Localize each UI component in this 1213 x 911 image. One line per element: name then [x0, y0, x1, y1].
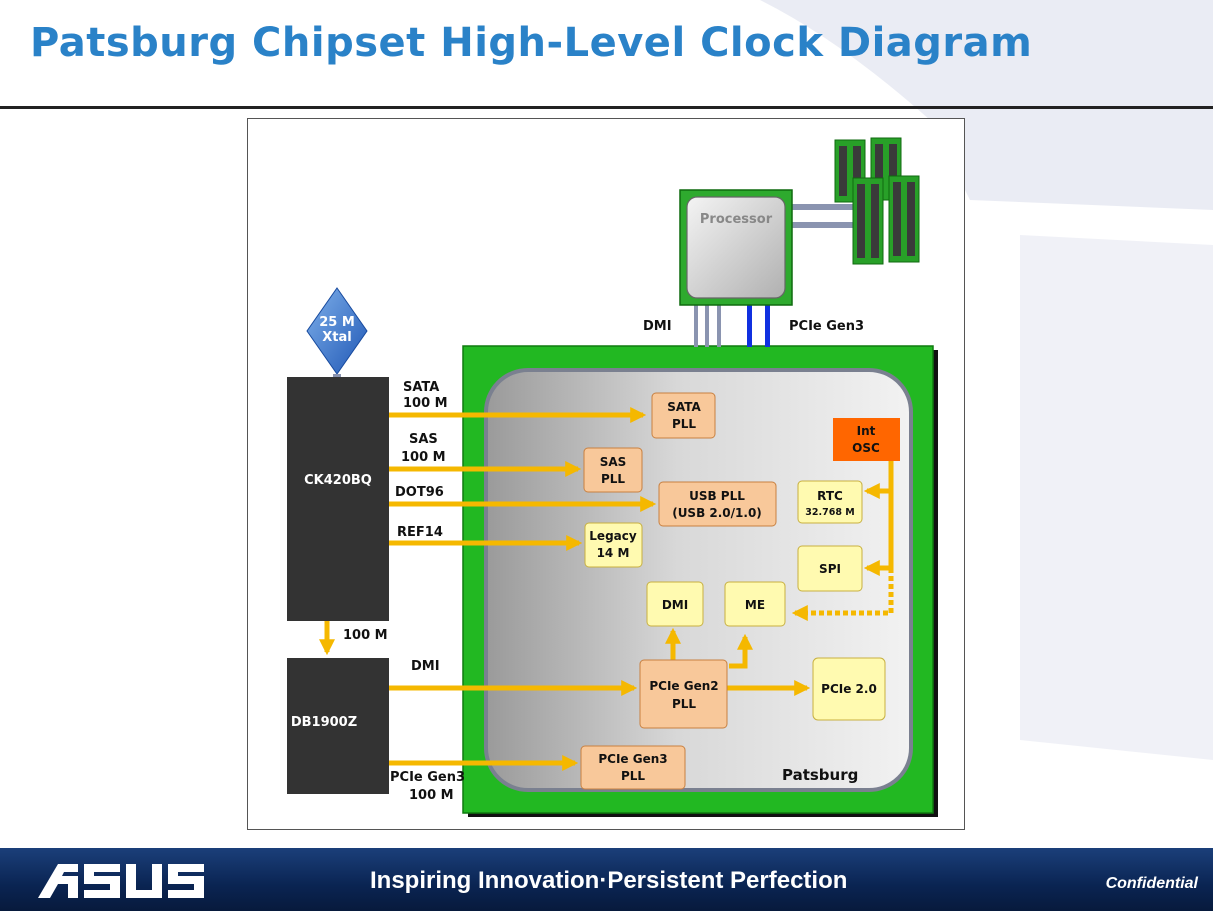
pcie-gen3-link-label: PCIe Gen3 — [789, 319, 864, 334]
spi-block: SPI — [797, 545, 863, 592]
dmi-signal-label: DMI — [411, 659, 440, 674]
clock-diagram: Patsburg DMI PCIe Gen3 — [287, 137, 938, 817]
pcie-gen3-pll-block: PCIe Gen3 PLL — [580, 745, 686, 790]
pcie20-label: PCIe 2.0 — [821, 682, 877, 696]
ref14-signal-label: REF14 — [397, 525, 443, 540]
usb-pll-line2: (USB 2.0/1.0) — [672, 506, 762, 520]
legacy-block: Legacy 14 M — [584, 522, 643, 568]
sas-signal-label-1: SAS — [409, 432, 438, 447]
page-title: Patsburg Chipset High-Level Clock Diagra… — [30, 20, 1033, 66]
legacy-line2: 14 M — [597, 546, 630, 560]
usb-pll-block: USB PLL (USB 2.0/1.0) — [658, 481, 777, 527]
sata-signal-label-1: SATA — [403, 380, 439, 395]
processor-links — [694, 204, 862, 347]
dot96-signal-label: DOT96 — [395, 485, 444, 500]
sas-signal-label-2: 100 M — [401, 450, 446, 465]
sata-pll-line1: SATA — [667, 400, 701, 414]
pll-to-me-arrow — [729, 633, 754, 669]
rtc-block: RTC 32.768 M — [797, 480, 863, 524]
int-osc-line2: OSC — [852, 441, 880, 455]
dimm-icon — [852, 177, 884, 265]
processor-label: Processor — [700, 212, 773, 227]
sata-signal-label-2: 100 M — [403, 396, 448, 411]
dmi-block-label: DMI — [662, 598, 688, 612]
pcie-gen3-pll-line1: PCIe Gen3 — [598, 752, 667, 766]
clock-arrows — [389, 406, 894, 772]
rtc-line2: 32.768 M — [805, 507, 854, 518]
me-block: ME — [724, 581, 786, 627]
memory-dimms — [834, 137, 920, 265]
int-osc-line1: Int — [857, 424, 876, 438]
pcie-gen2-pll-line1: PCIe Gen2 — [649, 679, 718, 693]
ck420bq-block — [287, 377, 389, 621]
sata-pll-block: SATA PLL — [651, 392, 716, 439]
spi-label: SPI — [819, 562, 841, 576]
legacy-line1: Legacy — [589, 529, 637, 543]
ck-to-db-label: 100 M — [343, 628, 388, 643]
xtal-label-line2: Xtal — [322, 330, 351, 345]
xtal-connector — [333, 374, 341, 378]
dmi-block: DMI — [646, 581, 704, 627]
asus-logo — [38, 864, 204, 898]
footer-tagline: Inspiring Innovation·Persistent Perfecti… — [370, 867, 848, 894]
pcie-gen3-pll-line2: PLL — [621, 769, 645, 783]
dimm-icon — [870, 137, 902, 201]
pcie-gen2-pll-block: PCIe Gen2 PLL — [639, 659, 728, 729]
xtal-diamond: 25 M Xtal — [306, 287, 368, 375]
db1900z-block — [287, 658, 389, 794]
processor-die — [686, 196, 786, 299]
sas-pll-block: SAS PLL — [583, 447, 643, 493]
pcie-gen3-signal-label-1: PCIe Gen3 — [390, 770, 465, 785]
ck420bq-label: CK420BQ — [304, 473, 372, 488]
xtal-label-line1: 25 M — [319, 315, 355, 330]
pcie-gen3-signal-label-2: 100 M — [409, 788, 454, 803]
dimm-icon — [888, 175, 920, 263]
sas-pll-line1: SAS — [600, 455, 627, 469]
patsburg-label: Patsburg — [782, 766, 858, 784]
confidential-label: Confidential — [1105, 875, 1198, 892]
title-divider — [0, 106, 1213, 109]
me-block-label: ME — [745, 598, 765, 612]
int-osc-block: Int OSC — [833, 418, 900, 461]
sas-pll-line2: PLL — [601, 472, 625, 486]
db1900z-label: DB1900Z — [291, 715, 357, 730]
pcie20-block: PCIe 2.0 — [812, 657, 886, 721]
sata-pll-line2: PLL — [672, 417, 696, 431]
pcie-gen2-pll-line2: PLL — [672, 697, 696, 711]
osc-to-me-arrow — [791, 568, 894, 622]
dmi-link-label: DMI — [643, 319, 672, 334]
usb-pll-line1: USB PLL — [689, 489, 745, 503]
rtc-line1: RTC — [817, 489, 843, 503]
